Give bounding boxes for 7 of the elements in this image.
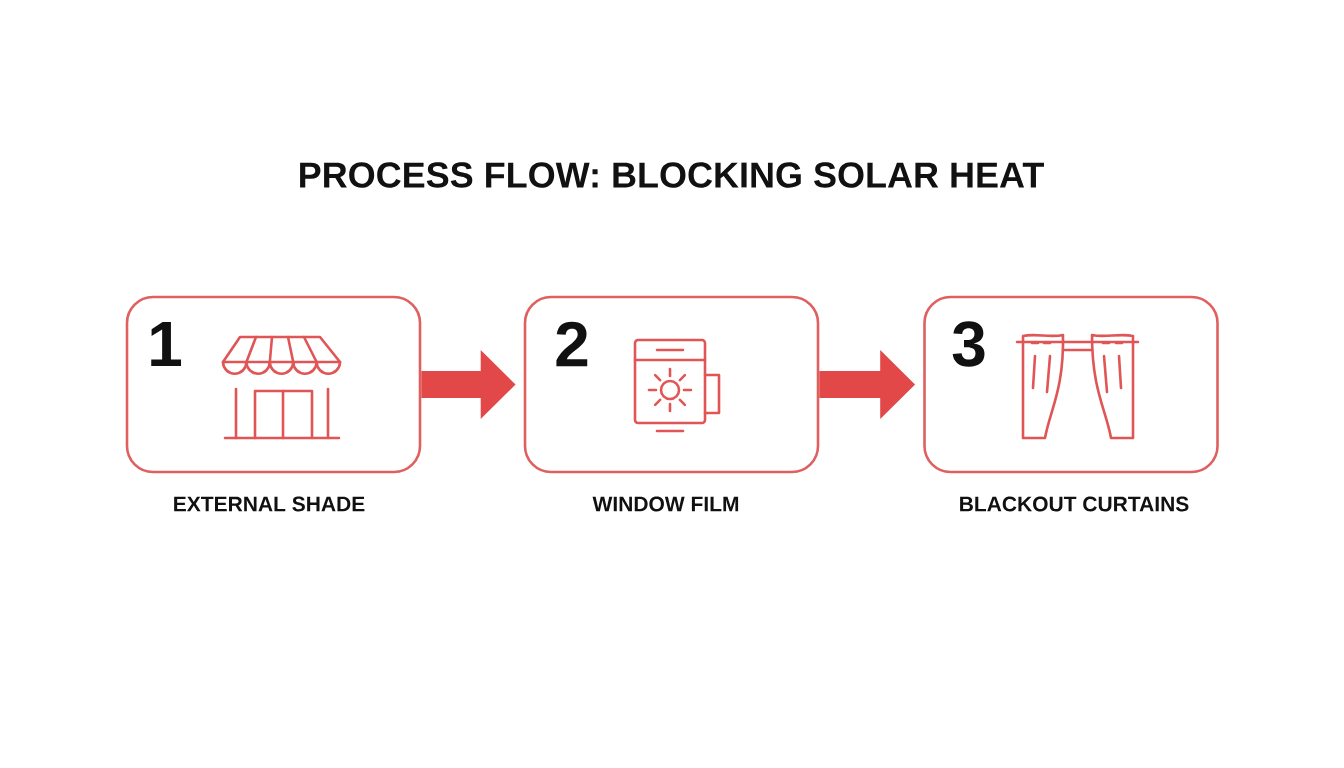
step-caption: BLACKOUT CURTAINS xyxy=(960,496,1189,512)
title: PROCESS FLOW: BLOCKING SOLAR HEAT xyxy=(300,162,1044,188)
step-box: 1 xyxy=(125,295,422,474)
step-caption: EXTERNAL SHADE xyxy=(174,496,365,512)
step-caption: WINDOW FILM xyxy=(592,496,739,512)
step-box: 2 xyxy=(523,295,820,474)
step-box: 3 xyxy=(923,295,1219,474)
